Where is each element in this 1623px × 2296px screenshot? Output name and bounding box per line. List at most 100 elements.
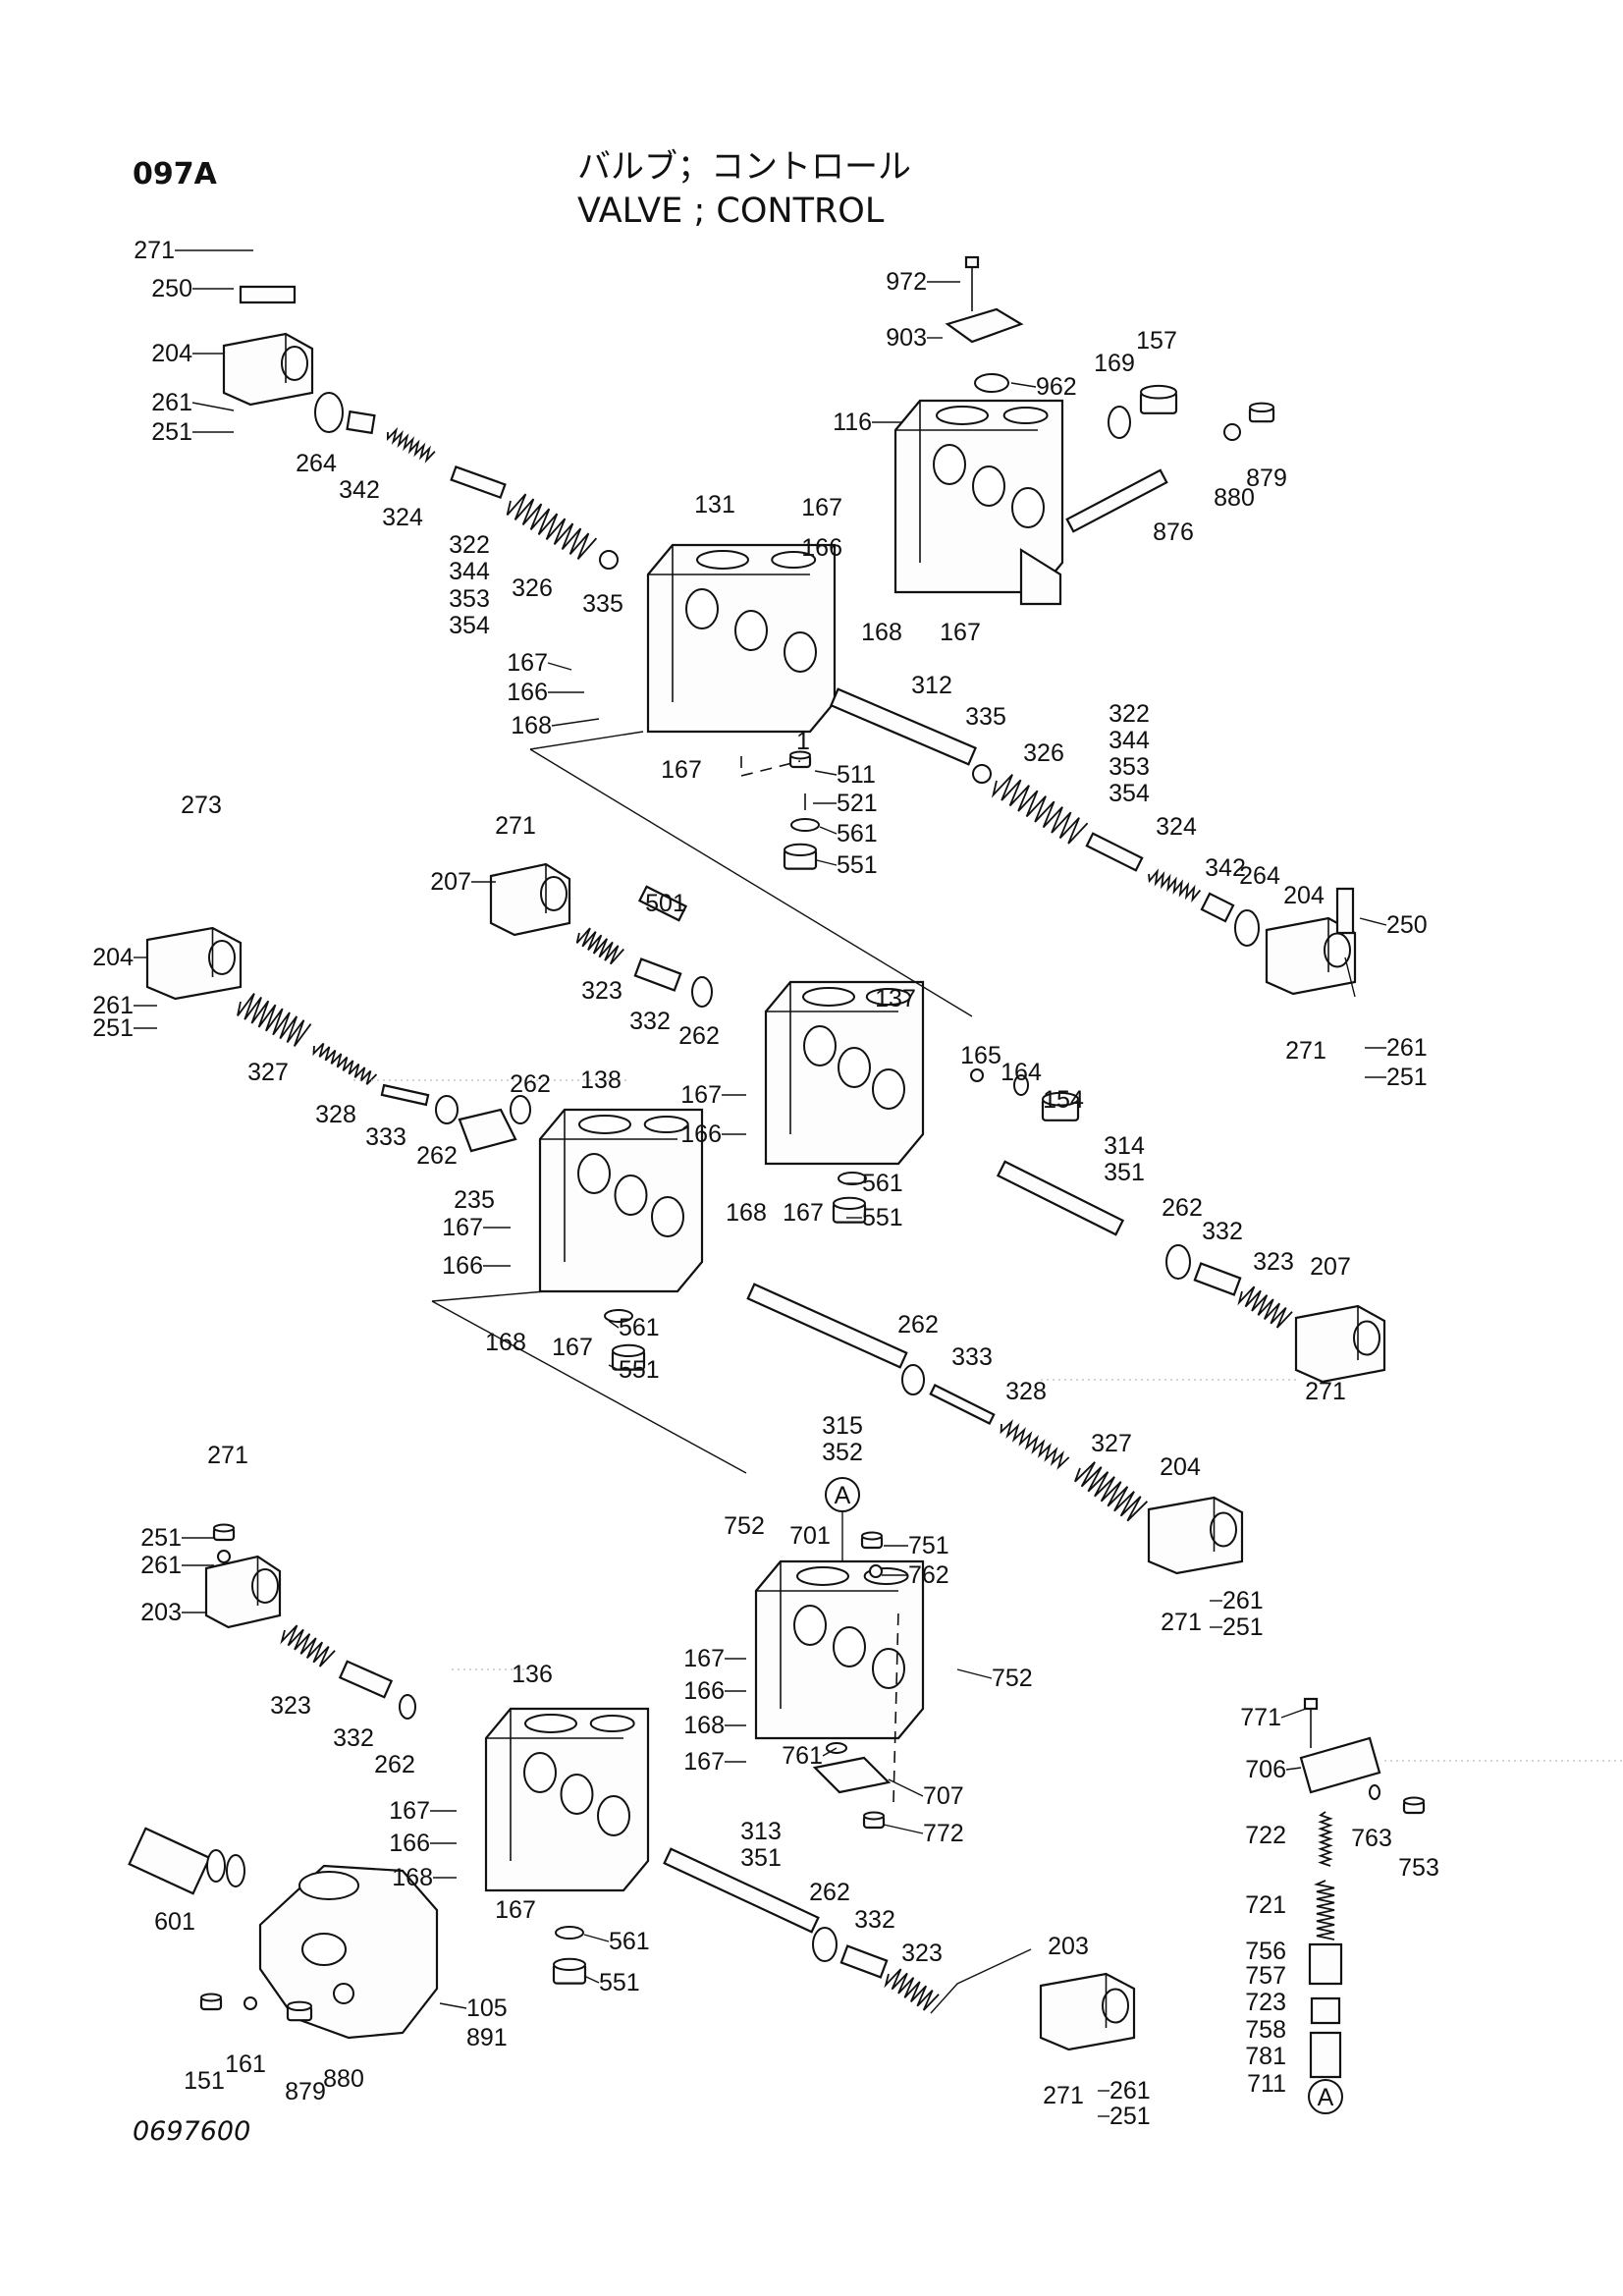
part-label-261: 261 xyxy=(1109,2077,1151,2105)
spool-315 xyxy=(746,1283,908,1369)
leader-line xyxy=(608,1364,620,1371)
seat-723 xyxy=(1310,1996,1341,2025)
part-label-1: 1 xyxy=(796,728,810,755)
part-label-161: 161 xyxy=(225,2050,266,2078)
part-label-879: 879 xyxy=(1246,465,1287,492)
part-label-879: 879 xyxy=(285,2078,326,2105)
part-label-166: 166 xyxy=(801,534,842,562)
callout-letter: A xyxy=(1318,2084,1334,2111)
o-ring-262-r2 xyxy=(1165,1244,1191,1280)
part-label-167: 167 xyxy=(552,1334,593,1361)
part-label-169: 169 xyxy=(1094,350,1135,377)
part-label-342: 342 xyxy=(339,476,380,504)
part-label-333: 333 xyxy=(365,1123,406,1151)
part-label-138: 138 xyxy=(580,1066,622,1094)
part-label-271: 271 xyxy=(1161,1609,1202,1636)
bolt-772 xyxy=(862,1811,886,1830)
part-label-164: 164 xyxy=(1001,1059,1042,1086)
spring-seat-342-right xyxy=(1200,892,1235,923)
part-label-706: 706 xyxy=(1245,1756,1286,1783)
section-701 xyxy=(754,1559,925,1740)
part-label-168: 168 xyxy=(392,1864,433,1891)
spring-cap-203-left xyxy=(204,1555,282,1629)
section-137 xyxy=(764,980,925,1166)
o-ring-763 xyxy=(1369,1784,1380,1800)
spring-cap-204-top-left xyxy=(222,332,314,407)
part-label-353: 353 xyxy=(449,585,490,613)
washer-880-lower xyxy=(333,1983,354,2004)
part-label-167: 167 xyxy=(683,1645,725,1672)
leader-line xyxy=(1280,1708,1307,1719)
plug-151 xyxy=(199,1993,223,2011)
o-ring-164 xyxy=(1013,1074,1029,1096)
block-706 xyxy=(1299,1736,1381,1794)
part-label-166: 166 xyxy=(389,1830,430,1857)
part-label-972: 972 xyxy=(886,268,927,296)
part-label-351: 351 xyxy=(1104,1159,1145,1186)
part-label-601: 601 xyxy=(154,1908,195,1936)
part-label-757: 757 xyxy=(1245,1962,1286,1990)
part-label-891: 891 xyxy=(466,2024,508,2051)
o-ring-262-313 xyxy=(812,1927,838,1962)
part-label-262: 262 xyxy=(897,1311,939,1339)
part-label-521: 521 xyxy=(837,790,878,817)
part-label-707: 707 xyxy=(923,1782,964,1810)
spring-323-r2 xyxy=(1237,1285,1293,1329)
o-ring-601b xyxy=(226,1854,245,1887)
rod-333-r xyxy=(929,1384,996,1425)
assembly-line-3 xyxy=(431,1290,546,1302)
plug-551 xyxy=(783,843,818,870)
part-label-271: 271 xyxy=(1043,2082,1084,2109)
part-label-903: 903 xyxy=(886,324,927,352)
o-ring-561-136 xyxy=(555,1926,584,1940)
part-label-166: 166 xyxy=(507,679,548,706)
part-label-354: 354 xyxy=(449,612,490,639)
part-label-721: 721 xyxy=(1245,1891,1286,1919)
plate-707 xyxy=(812,1756,892,1794)
spool-312 xyxy=(830,687,977,766)
part-label-312: 312 xyxy=(911,672,952,699)
part-label-261: 261 xyxy=(1222,1587,1264,1614)
plug-753 xyxy=(1402,1796,1426,1815)
spool-322 xyxy=(450,465,507,499)
part-label-501: 501 xyxy=(645,890,686,917)
leader-line xyxy=(608,1320,620,1329)
part-label-314: 314 xyxy=(1104,1132,1145,1160)
part-label-326: 326 xyxy=(1023,739,1064,767)
o-ring-262-left xyxy=(435,1095,459,1124)
o-ring-762 xyxy=(869,1564,883,1578)
housing-bore xyxy=(301,1933,347,1966)
o-ring-161 xyxy=(243,1996,257,2010)
part-label-315: 315 xyxy=(822,1412,863,1440)
part-label-251: 251 xyxy=(1222,1613,1264,1641)
leader-line xyxy=(547,662,572,671)
spring-cap-204-right xyxy=(1265,916,1357,996)
hidden-line-701 xyxy=(893,1610,899,1803)
part-label-723: 723 xyxy=(1245,1989,1286,2016)
part-label-250: 250 xyxy=(151,275,192,302)
part-label-166: 166 xyxy=(683,1677,725,1705)
part-label-168: 168 xyxy=(861,619,902,646)
part-label-131: 131 xyxy=(694,491,735,519)
part-label-273: 273 xyxy=(181,792,222,819)
part-label-326: 326 xyxy=(512,574,553,602)
spring-cap-207 xyxy=(489,862,571,937)
part-label-551: 551 xyxy=(862,1204,903,1231)
plug-551-137 xyxy=(832,1196,867,1224)
bolt-972 xyxy=(964,255,980,311)
section-116 xyxy=(893,399,1064,594)
spring-seat-342 xyxy=(346,410,376,435)
spring-cap-203-right xyxy=(1039,1972,1136,2051)
washer-335 xyxy=(599,550,619,570)
part-label-167: 167 xyxy=(940,619,981,646)
nut-879-lower xyxy=(286,2000,313,2022)
part-label-335: 335 xyxy=(582,590,623,618)
part-label-323: 323 xyxy=(901,1940,943,1967)
spring-cap-207-right xyxy=(1294,1304,1386,1384)
part-label-551: 551 xyxy=(599,1969,640,1996)
pin-165 xyxy=(970,1068,984,1082)
section-136 xyxy=(484,1707,650,1892)
plug-154 xyxy=(1041,1091,1080,1121)
spool-314 xyxy=(996,1160,1125,1236)
